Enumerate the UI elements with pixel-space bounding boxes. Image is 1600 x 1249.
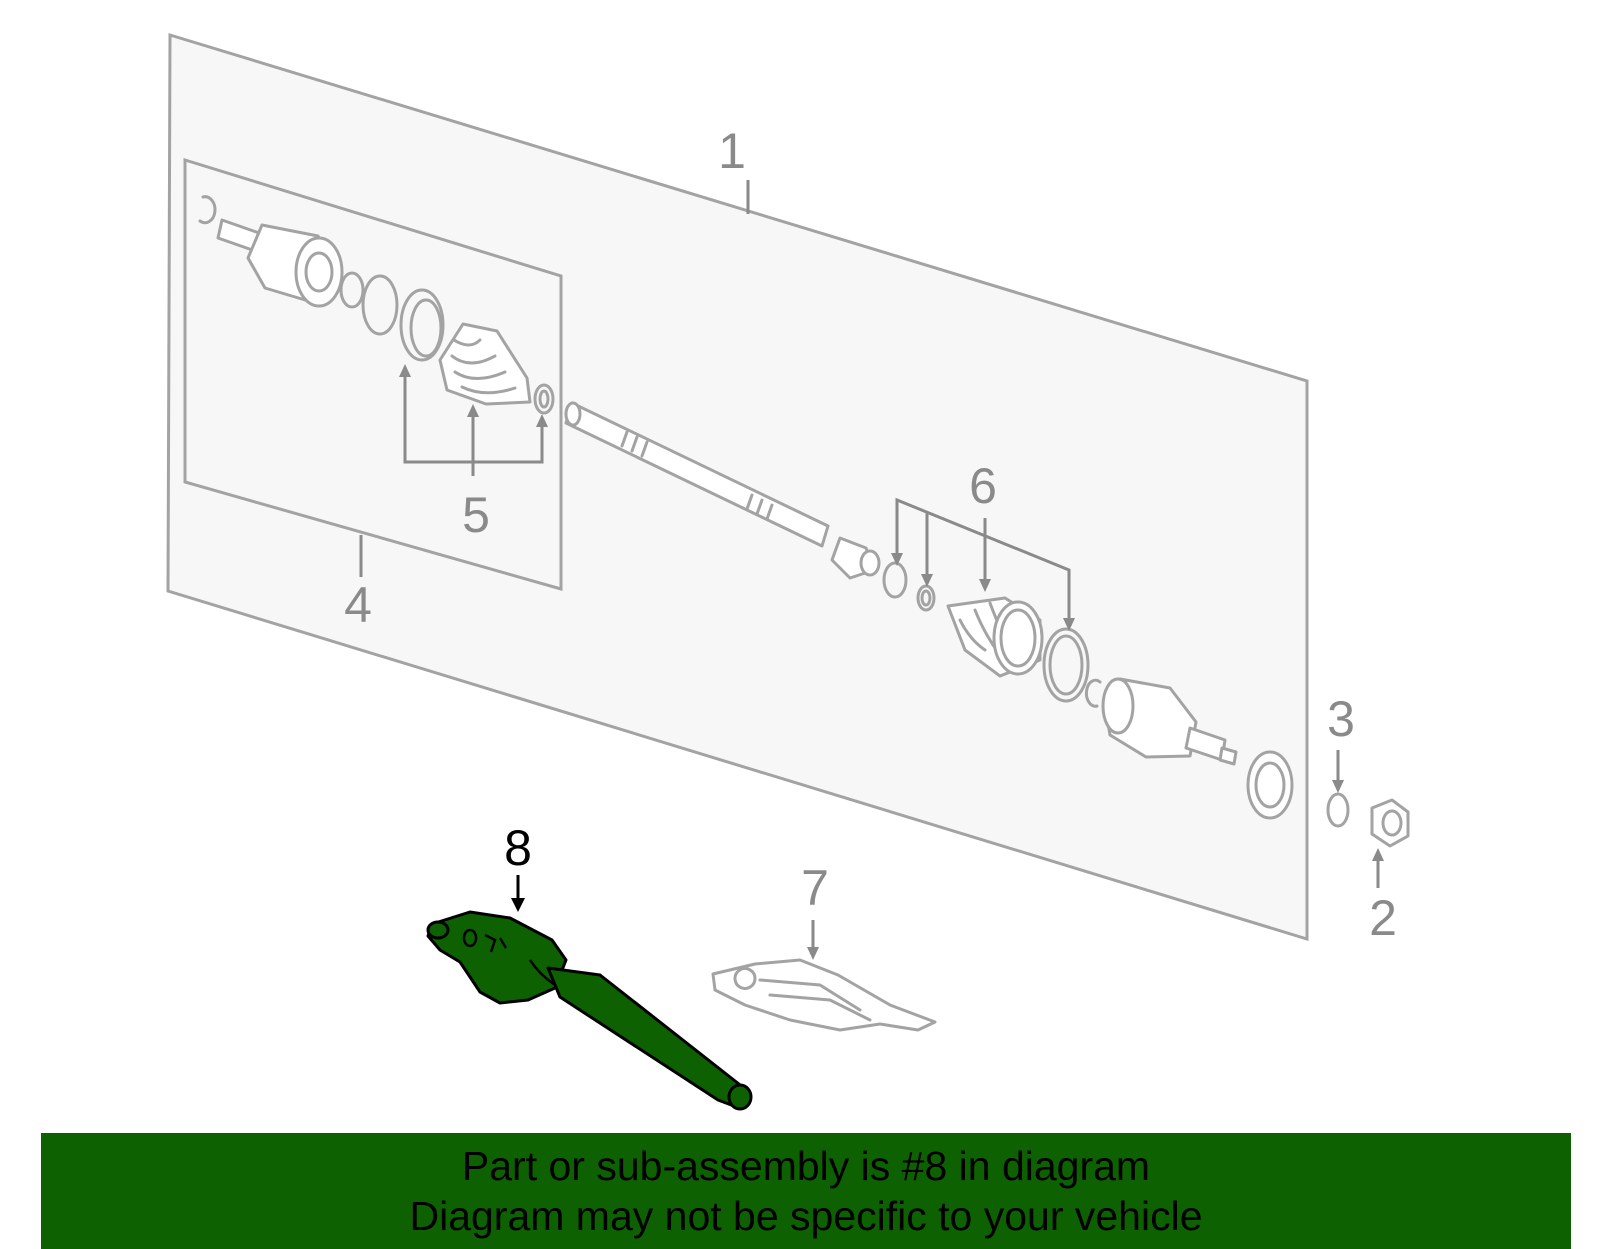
outer-joint-boot-kit <box>882 561 1090 703</box>
banner-line-1: Part or sub-assembly is #8 in diagram <box>461 1143 1151 1189</box>
info-banner: Part or sub-assembly is #8 in diagram Di… <box>41 1133 1571 1249</box>
damper-weight <box>830 536 881 580</box>
callout-7: 7 <box>801 860 829 916</box>
washer-part-3 <box>1326 750 1350 828</box>
axle-shaft <box>564 401 830 548</box>
banner-line-2: Diagram may not be specific to your vehi… <box>409 1193 1203 1239</box>
outer-cv-joint <box>1084 677 1238 766</box>
callout-1: 1 <box>718 123 746 179</box>
callout-6: 6 <box>969 458 997 514</box>
callout-8: 8 <box>504 820 532 876</box>
callout-5: 5 <box>462 487 490 543</box>
callout-2: 2 <box>1369 890 1397 946</box>
callout-3: 3 <box>1327 691 1355 747</box>
heat-shield-part-7 <box>711 920 937 1032</box>
callout-5-leaders <box>399 364 548 476</box>
hub-seal <box>1246 750 1294 820</box>
callout-6-leaders <box>891 497 1075 631</box>
axle-nut-part-2 <box>1370 798 1410 888</box>
callout-4: 4 <box>344 577 372 633</box>
highlighted-part-8[interactable] <box>426 875 753 1111</box>
inner-joint-kit-parts <box>198 195 555 415</box>
